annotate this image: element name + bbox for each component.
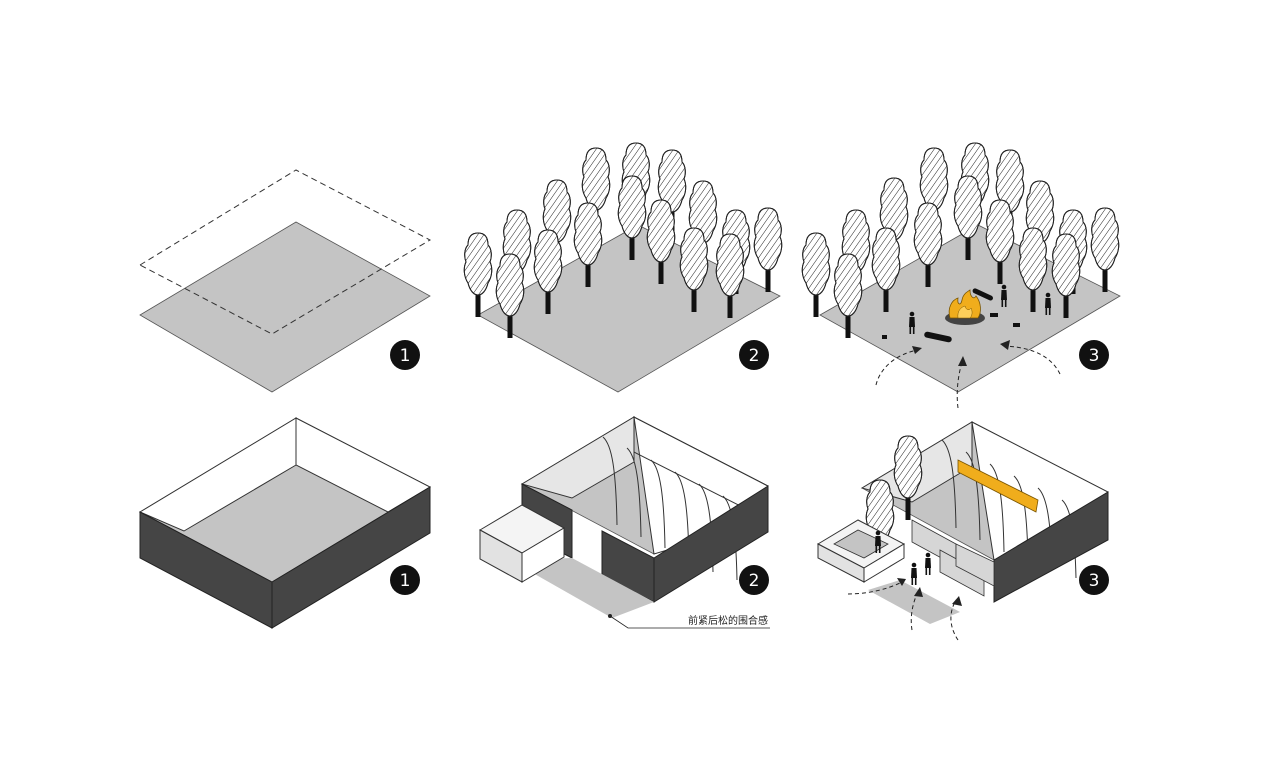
campfire-icon: [945, 289, 985, 325]
step-label-top-2: 2: [749, 346, 760, 366]
step-label-bottom-3: 3: [1089, 571, 1100, 591]
log-seats: [882, 288, 1020, 343]
step-bottom-1-box: [138, 417, 432, 629]
accent-band: [957, 459, 1039, 513]
terrace-seating: [911, 519, 995, 597]
callout-leader: [608, 614, 770, 629]
tree-icon: [1090, 207, 1120, 293]
front-wall-right: [271, 486, 431, 629]
arrow-head-icon: [897, 578, 962, 606]
step-top-1-ground: [138, 169, 432, 393]
number-badge-icon: 1: [390, 565, 420, 595]
side-block: [478, 504, 566, 583]
step-label-bottom-2: 2: [749, 571, 760, 591]
step-label-top-3: 3: [1089, 346, 1100, 366]
pool-block: [816, 519, 906, 583]
number-badge-icon: 2: [739, 340, 769, 370]
tree-icon: [753, 207, 783, 293]
step-bottom-2-vault: 前紧后松的围合感: [478, 416, 770, 629]
step-label-bottom-1: 1: [400, 571, 411, 591]
number-badge-icon: 3: [1079, 340, 1109, 370]
person-icon: [925, 552, 931, 575]
step-label-top-1: 1: [400, 346, 411, 366]
number-badge-icon: 1: [390, 340, 420, 370]
callout-label: 前紧后松的围合感: [688, 614, 768, 627]
number-badge-icon: 2: [739, 565, 769, 595]
step-top-2-forest: [463, 142, 783, 393]
step-top-3-campfire: [801, 142, 1121, 409]
tree-icon: [801, 232, 831, 318]
dashed-volume-outline: [138, 169, 432, 335]
person-icon: [911, 562, 917, 585]
step-bottom-3-program: [816, 421, 1109, 641]
number-badge-icon: 3: [1079, 565, 1109, 595]
tree-icon: [463, 232, 493, 318]
arrow-head-icon: [912, 340, 1010, 366]
